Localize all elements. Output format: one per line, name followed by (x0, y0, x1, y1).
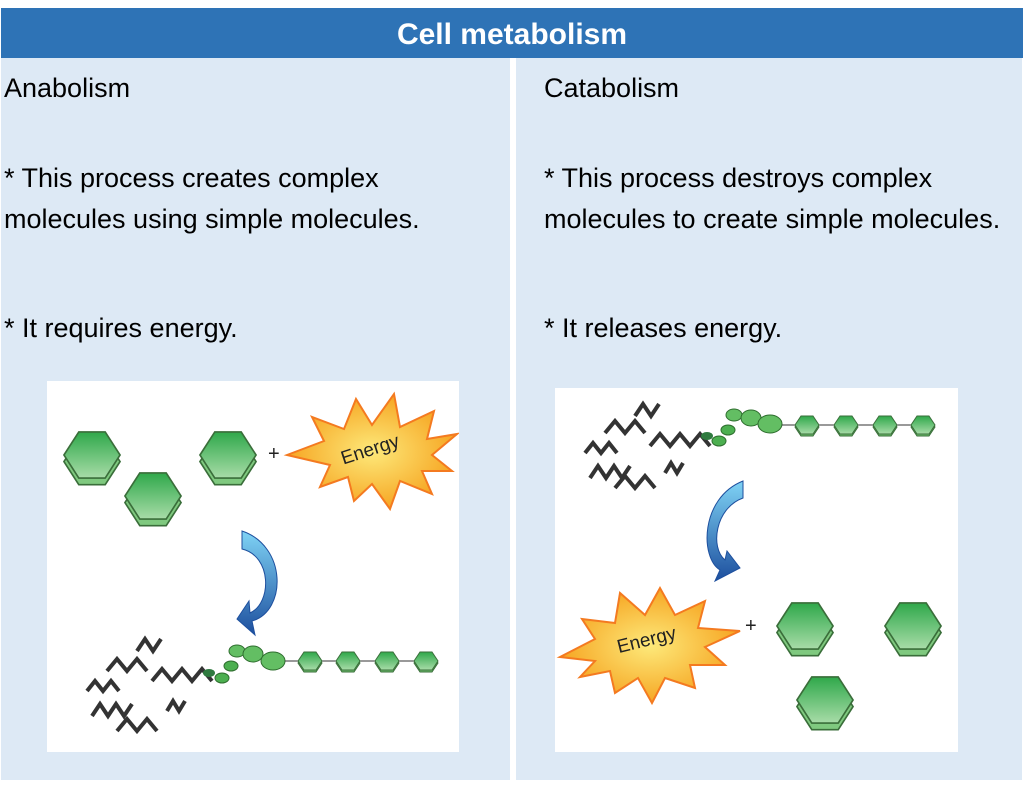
hexagon-monomer (124, 472, 182, 527)
hexagon-monomer (63, 431, 121, 486)
anabolism-bullet-1: * This process creates complex molecules… (4, 163, 420, 234)
page-title: Cell metabolism (1, 8, 1023, 58)
curved-arrow-icon (706, 480, 744, 583)
hexagon-monomer (776, 602, 834, 657)
anabolism-heading: Anabolism (4, 73, 131, 103)
plus-sign: + (745, 615, 757, 637)
catabolism-heading: Catabolism (544, 73, 680, 103)
catabolism-bullet-2: * It releases energy. (544, 313, 783, 343)
hexagon-monomer (884, 602, 942, 657)
anabolism-figure: + Energy (47, 381, 459, 752)
curved-arrow-icon (236, 530, 278, 637)
energy-burst-icon: Energy (283, 391, 459, 512)
polymer-chain (85, 635, 439, 735)
hexagon-monomer (796, 676, 854, 731)
energy-burst-icon: Energy (556, 585, 741, 706)
plus-sign: + (268, 443, 280, 465)
polymer-chain (583, 400, 936, 492)
anabolism-bullet-2: * It requires energy. (4, 313, 238, 343)
catabolism-bullet-1: * This process destroys complex molecule… (544, 163, 1001, 234)
anabolism-panel: Anabolism * This process creates complex… (1, 58, 510, 780)
catabolism-figure: Energy + (555, 388, 958, 752)
hexagon-monomer (199, 431, 257, 486)
catabolism-panel: Catabolism * This process destroys compl… (516, 58, 1022, 780)
